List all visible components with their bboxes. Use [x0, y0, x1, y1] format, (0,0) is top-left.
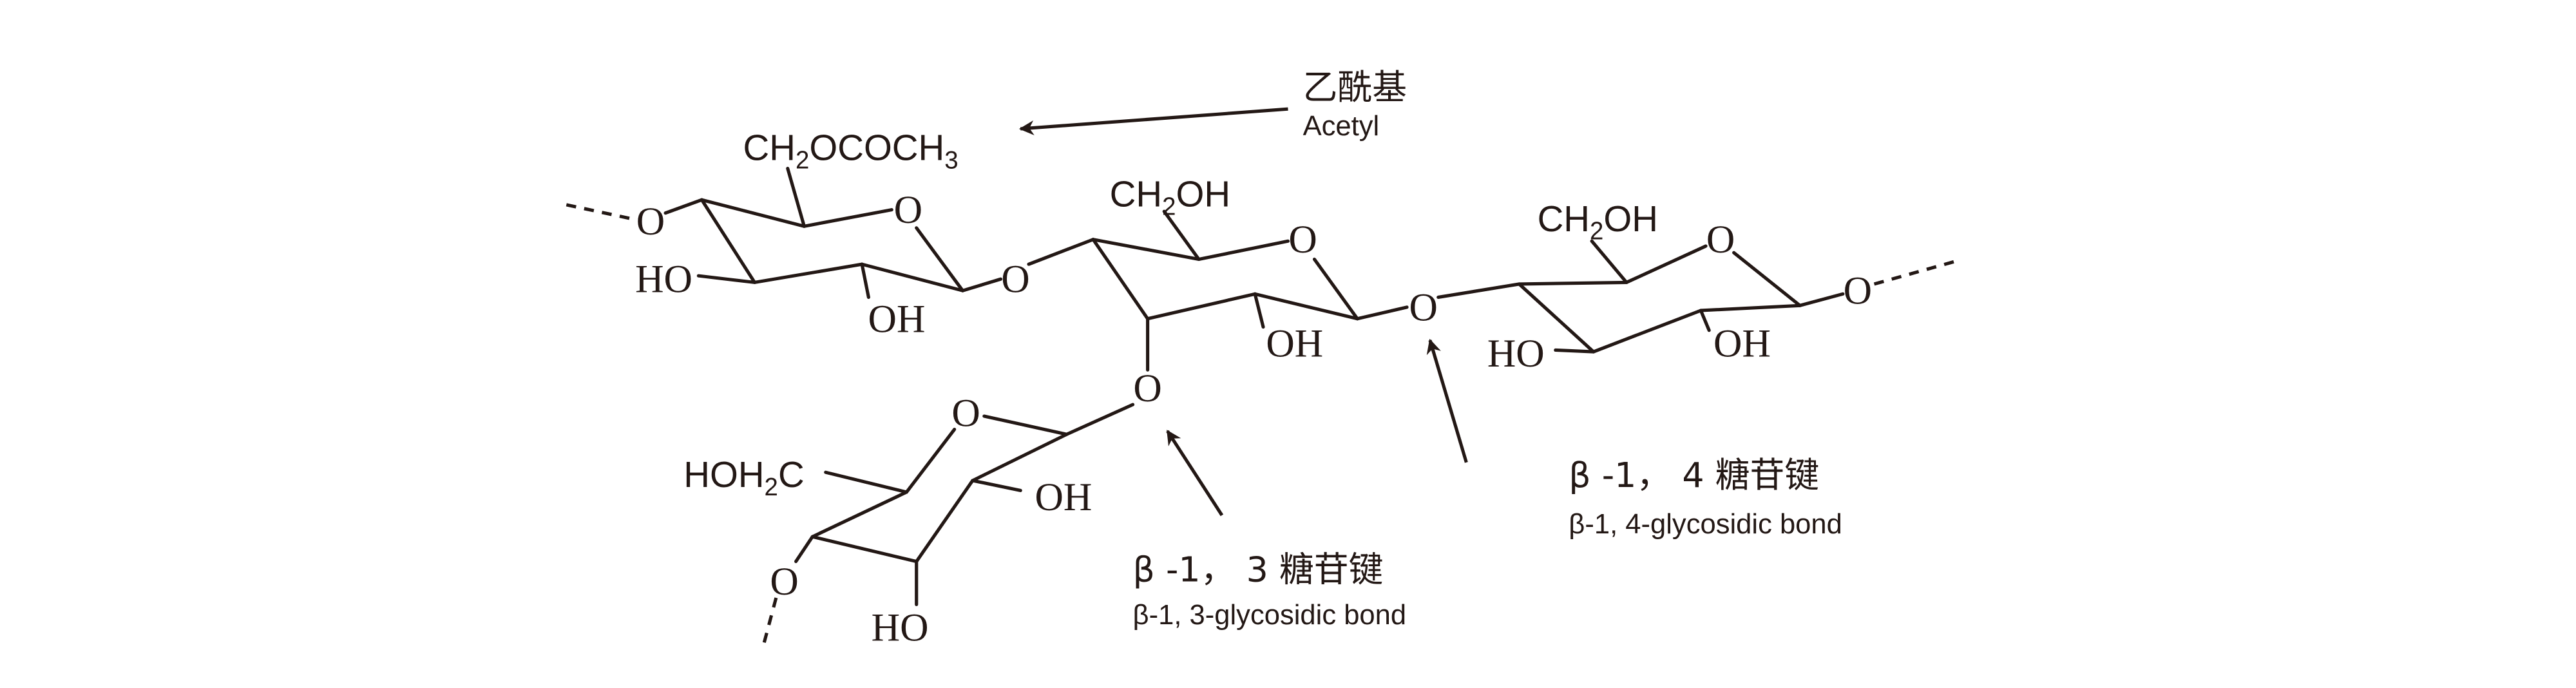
glycosidic-oxygen: O [1409, 285, 1437, 329]
glycosidic-oxygen: O [1844, 269, 1872, 313]
chain-continuation-right [1873, 259, 1958, 286]
hydroxyl-label: HO [872, 606, 929, 650]
hydroxyl-label: HO [635, 258, 692, 301]
hydroxyl-label: OH [1266, 322, 1323, 366]
hydroxymethyl-label: HOH2C [683, 454, 804, 501]
acetyl-label-en: Acetyl [1303, 111, 1380, 142]
beta-1-4-arrow [1426, 338, 1468, 463]
beta-1-4-label-zh: β -1， 4 糖苷键 [1569, 455, 1819, 495]
ring-oxygen: O [1288, 218, 1317, 262]
acetyl-group-label: CH2OCOCH3 [743, 128, 959, 175]
hydroxyl-label: OH [1713, 322, 1771, 366]
sugar-ring-1 [566, 166, 1095, 300]
hydroxyl-label: OH [868, 297, 926, 341]
glycosidic-oxygen: O [1001, 258, 1029, 301]
hydroxymethyl-label: CH2OH [1538, 198, 1658, 245]
sugar-ring-3 [1517, 239, 1958, 354]
hydroxyl-label: HO [1487, 332, 1545, 376]
beta-1-4-label-en: β-1, 4-glycosidic bond [1569, 509, 1842, 540]
ring-oxygen: O [1706, 218, 1735, 262]
acetyl-arrow [1018, 107, 1288, 135]
chain-continuation-left [566, 203, 636, 222]
chain-continuation-bottom [761, 597, 778, 648]
sugar-ring-4 [761, 403, 1135, 648]
glycosidic-oxygen: O [636, 200, 665, 244]
beta-1-3-arrow [1166, 430, 1224, 517]
hydroxyl-label: OH [1035, 475, 1092, 519]
beta-1-3-label-zh: β -1， 3 糖苷键 [1133, 549, 1384, 589]
ring-oxygen: O [894, 188, 922, 232]
glycosidic-oxygen: O [770, 560, 798, 604]
beta-1-3-label-en: β-1, 3-glycosidic bond [1133, 600, 1407, 631]
sugar-ring-2 [1091, 209, 1521, 372]
acetyl-label-zh: 乙酰基 [1303, 67, 1407, 108]
atom-labels: O O HO OH O O OH O O O HO OH O O OH O HO [635, 188, 1872, 650]
glycosidic-oxygen: O [1133, 367, 1161, 410]
ring-oxygen: O [951, 391, 980, 435]
hydroxymethyl-label: CH2OH [1110, 173, 1230, 220]
